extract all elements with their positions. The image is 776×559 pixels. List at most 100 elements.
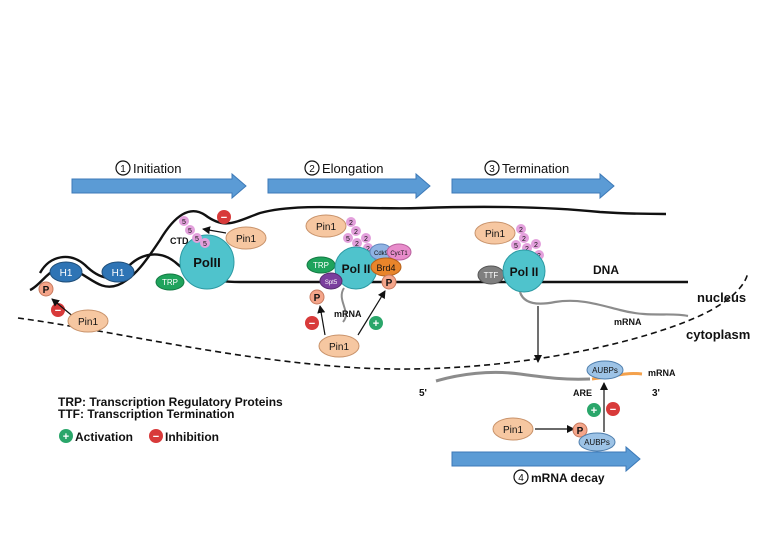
p-label: P <box>43 285 50 296</box>
trp-elongation: TRP <box>306 256 336 274</box>
plus-sign: + <box>63 431 69 443</box>
brd4-label: Brd4 <box>376 263 395 273</box>
cyct1-label: CycT1 <box>390 251 408 257</box>
inhibition-aubps: − <box>606 402 620 416</box>
legend-activation: Activation <box>75 430 133 444</box>
ser5-label: 5 <box>346 236 350 243</box>
stage-number: 4 <box>518 473 524 484</box>
ser2-label: 2 <box>366 246 370 253</box>
legend: TRP: Transcription Regulatory Proteins T… <box>58 395 283 444</box>
ctd-serines-initiation: 5 5 5 5 <box>179 216 210 248</box>
ser2-label: 2 <box>354 229 358 236</box>
phospho-aubps: P <box>572 422 588 438</box>
pin1-initiation-ctd: Pin1 <box>225 226 267 250</box>
trp-label: TRP <box>162 278 178 287</box>
pin1-label: Pin1 <box>329 342 349 353</box>
spt5-label: Spt5 <box>325 280 338 286</box>
ser5-label: 5 <box>203 241 207 248</box>
aubps-bound: AUBPs <box>586 360 624 380</box>
pin1-label: Pin1 <box>236 234 256 245</box>
arrow-pin1-to-brd4 <box>357 290 386 336</box>
legend-ttf: TTF: Transcription Termination <box>58 407 234 421</box>
inhibition-spt5: − <box>305 316 319 330</box>
stage-label: Elongation <box>322 161 383 176</box>
p-label: P <box>314 293 321 304</box>
ser2-label: 2 <box>519 227 523 234</box>
inhibition-icon <box>149 429 163 443</box>
nuclear-membrane <box>17 271 749 370</box>
ctd-label: CTD <box>170 236 189 246</box>
minus-sign: − <box>309 318 315 330</box>
inhibition-h1: − <box>51 303 65 317</box>
pol2-elongation: Pol II <box>334 246 378 290</box>
mrna-elongation <box>340 287 347 323</box>
phospho-brd4: P <box>381 274 397 290</box>
dna-label: DNA <box>593 263 619 277</box>
are-label: ARE <box>573 388 592 398</box>
ser2-label: 2 <box>534 242 538 249</box>
pin1-label: Pin1 <box>503 425 523 436</box>
minus-sign: − <box>221 212 227 224</box>
aubps-free: AUBPs <box>578 432 616 452</box>
ser2-label: 2 <box>364 236 368 243</box>
pin1-label: Pin1 <box>316 222 336 233</box>
stage-number: 1 <box>120 164 126 175</box>
mrna-label: mRNA <box>614 317 642 327</box>
plus-sign: + <box>591 405 597 417</box>
pin1-decay: Pin1 <box>492 417 534 441</box>
stage-arrow <box>451 172 615 200</box>
p-label: P <box>386 278 393 289</box>
spt5: Spt5 <box>319 272 343 290</box>
ser2-label: 2 <box>355 241 359 248</box>
cytoplasm-label: cytoplasm <box>686 327 750 342</box>
aubps-label: AUBPs <box>592 366 618 375</box>
stage-arrow <box>71 172 247 200</box>
cdk9-label: Cdk9 <box>374 251 389 257</box>
arrow-pin1-to-spt5 <box>317 305 326 336</box>
stage-label: Termination <box>502 161 569 176</box>
legend-inhibition: Inhibition <box>165 430 219 444</box>
ser2-label: 2 <box>522 236 526 243</box>
phospho-spt5: P <box>309 289 325 305</box>
mrna-termination <box>518 291 689 318</box>
h1-label: H1 <box>60 268 73 279</box>
pol-label: Pol II <box>342 262 371 276</box>
pin1-label: Pin1 <box>485 229 505 240</box>
mrna-cytoplasm <box>435 370 591 383</box>
aubps-label: AUBPs <box>584 438 610 447</box>
arrow-pin1-to-ctd <box>202 226 227 235</box>
stage-label: Initiation <box>133 161 181 176</box>
plus-sign: + <box>373 318 379 330</box>
stage-initiation: 1 Initiation <box>71 160 247 200</box>
minus-sign: − <box>153 431 159 443</box>
legend-trp: TRP: Transcription Regulatory Proteins <box>58 395 283 409</box>
inhibition-ctd: − <box>217 210 231 224</box>
stage-number: 3 <box>489 164 495 175</box>
pol-label: Pol II <box>510 265 539 279</box>
minus-sign: − <box>610 404 616 416</box>
stage-label: mRNA decay <box>531 471 605 485</box>
stage-mrna-decay: 4 mRNA decay <box>451 445 641 485</box>
activation-aubps: + <box>587 403 601 417</box>
pol2-termination: Pol II <box>502 249 546 293</box>
five-prime-label: 5' <box>419 388 427 399</box>
pin1-elongation-top: Pin1 <box>305 214 347 238</box>
brd4: Brd4 <box>370 257 402 277</box>
activation-brd4: + <box>369 316 383 330</box>
h1-histone-left: H1 <box>49 261 83 283</box>
pol-label: PolII <box>193 255 220 270</box>
activation-icon <box>59 429 73 443</box>
ser5-label: 5 <box>182 219 186 226</box>
h1-label: H1 <box>112 268 125 279</box>
ser5-label: 5 <box>514 243 518 250</box>
stage-arrow <box>267 172 431 200</box>
mrna-label: mRNA <box>648 368 676 378</box>
nucleus-label: nucleus <box>697 290 746 305</box>
minus-sign: − <box>55 305 61 317</box>
cyct1: CycT1 <box>386 243 412 261</box>
ctd-serines-termination: 2 2 5 2 2 2 <box>511 224 544 260</box>
p-label: P <box>577 426 584 437</box>
trp-initiation: TRP <box>155 273 185 291</box>
ser5-label: 5 <box>188 228 192 235</box>
